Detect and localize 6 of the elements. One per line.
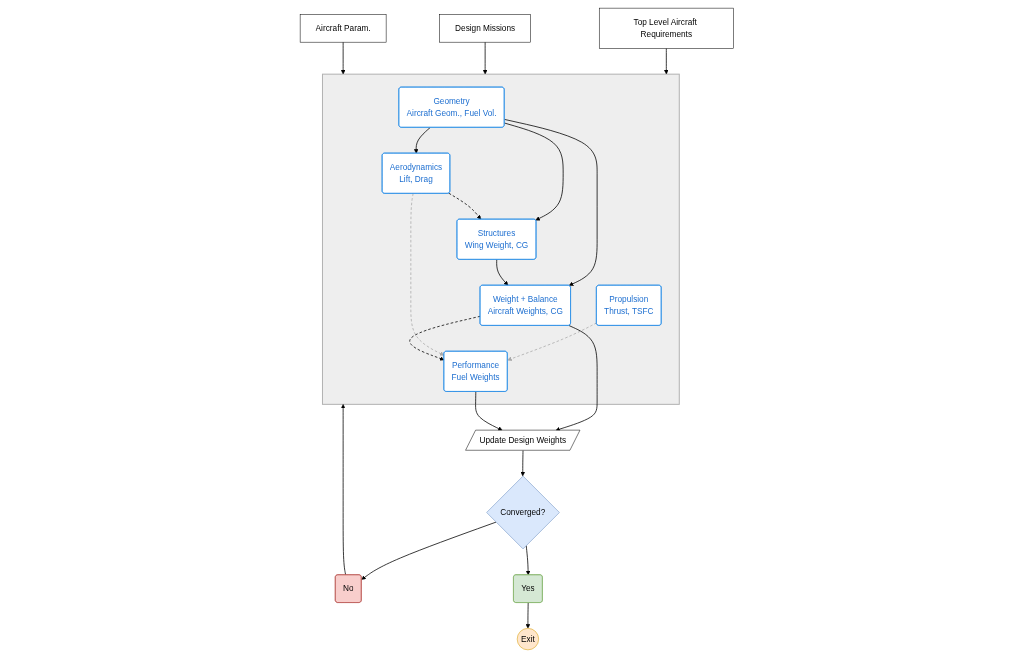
node-box: Aircraft Param. [300,13,387,42]
cluster [322,73,681,405]
node-diamond: Converged? [486,475,560,549]
node-box: Top Level Aircraft Requirements [599,7,734,49]
node-box: Design Missions [439,13,532,42]
node-circle: Exit [517,627,540,650]
